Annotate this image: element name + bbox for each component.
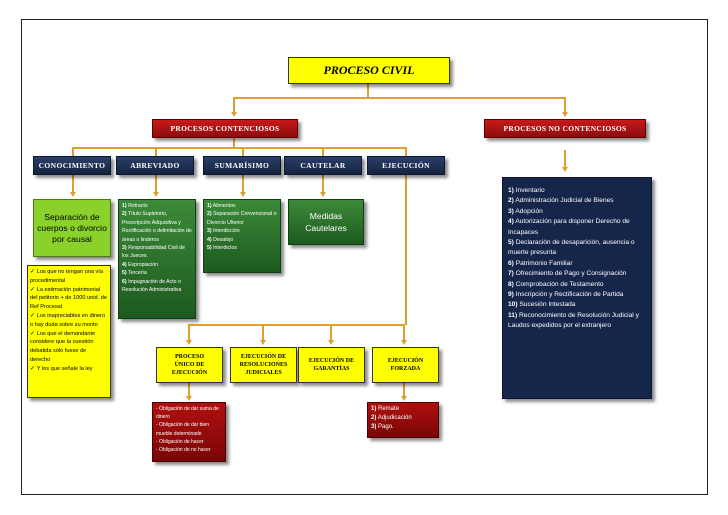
check-icon: ✓ [30,269,37,275]
no-contencioso-item: 9) Inscripción y Rectificación de Partid… [508,291,624,299]
check-icon: ✓ [30,330,37,337]
ejecucion-unico: PROCESO ÚNICO DE EJECUCIÓN [156,347,223,383]
contenciosos-label: PROCESOS CONTENCIOSOS [170,124,280,133]
no-contencioso-item: 4) Autorización para disponer Derecho de… [508,218,630,236]
sumarisimo-item: 3) Interdicción [207,228,240,235]
no-contencioso-item: 10) Sucesión Intestada [508,301,576,309]
no-contencioso-item: 3) Adopción [508,207,543,215]
conocimiento-box: Separación de cuerpos o divorcio por cau… [33,199,111,257]
cautelar-box: Medidas Cautelares [288,199,364,245]
note-item: ✓ Los que no tengan una vía procedimenta… [30,269,103,284]
ejecucion-label: EJECUCIÓN DE RESOLUCIONES JUDICIALES [239,354,288,376]
no-contenciosos-list: 1) Inventario 2) Administración Judicial… [502,177,652,399]
unico-item: - Obligación de dar suma de dinero [156,406,219,421]
type-sumarisimo: SUMARÍSIMO [203,156,281,175]
check-icon: ✓ [30,286,37,293]
forzada-item: 1) Remate [371,406,400,412]
type-ejecucion: EJECUCIÓN [367,156,445,175]
ejecucion-label: PROCESO ÚNICO DE EJECUCIÓN [171,354,208,376]
page-title: PROCESO CIVIL [323,63,415,77]
forzada-items-box: 1) Remate 2) Adjudicación 3) Pago. [367,402,439,438]
unico-items-box: - Obligación de dar suma de dinero - Obl… [152,402,226,462]
unico-item: - Obligación de dar bien mueble determin… [156,422,210,437]
ejecucion-label: EJECUCIÓN FORZADA [387,358,424,372]
unico-item: - Obligación de no hacer [156,447,211,454]
abreviado-item: 3) Responsabilidad Civil de los Jueces. [122,245,185,260]
type-conocimiento: CONOCIMIENTO [33,156,111,175]
abreviado-item: 6) Impugnación de Acto o Resolución Admi… [122,278,182,294]
title-box: PROCESO CIVIL [288,57,450,84]
page-frame [21,19,708,495]
type-label: SUMARÍSIMO [214,161,270,170]
check-icon: ✓ [30,365,37,372]
no-contencioso-item: 2) Administración Judicial de Bienes [508,197,614,205]
type-label: ABREVIADO [130,161,180,170]
abreviado-item: 1) Retracto [122,203,148,209]
unico-item: - Obligación de hacer [156,438,204,445]
type-cautelar: CAUTELAR [284,156,362,175]
sumarisimo-item: 5) Interdictos [207,245,238,252]
ejecucion-label: EJECUCIÓN DE GARANTÍAS [308,358,355,372]
abreviado-box: 1) Retracto 2) Título Supletorio, Prescr… [118,199,196,319]
ejecucion-forzada: EJECUCIÓN FORZADA [372,347,439,383]
no-contencioso-item: 8) Comprobación de Testamento [508,280,604,288]
sumarisimo-box: 1) Alimentos 2) Separación Convencional … [203,199,281,273]
type-label: CAUTELAR [300,161,346,170]
type-label: EJECUCIÓN [382,161,430,170]
sumarisimo-item: 2) Separación Convencional o Divorcio Ul… [207,211,277,226]
sumarisimo-item: 4) Desalojo [207,236,234,243]
type-label: CONOCIMIENTO [38,161,106,170]
abreviado-item: 2) Título Supletorio, Prescripción Adqui… [122,211,192,243]
no-contencioso-item: 6) Patrimonio Familiar [508,259,573,267]
note-item: ✓ Los inapreciables en dinero o hay duda… [30,312,106,328]
cautelar-text: Medidas Cautelares [305,211,347,233]
no-contencioso-item: 5) Declaración de desaparición, ausencia… [508,239,635,257]
no-contencioso-item: 7) Ofrecimiento de Pago y Consignación [508,270,627,278]
abreviado-item: 4) Expropiación [122,261,159,268]
type-abreviado: ABREVIADO [116,156,194,175]
conocimiento-notes: ✓ Los que no tengan una vía procedimenta… [27,265,111,398]
check-icon: ✓ [30,312,37,319]
note-item: ✓ Y los que señale la ley [30,365,93,372]
abreviado-item: 5) Tercería [122,270,147,277]
note-item: ✓ La estimación patrimonial del petitori… [30,286,107,311]
no-contencioso-item: 11) Reconocimiento de Resolución Judicia… [508,311,639,330]
forzada-item: 3) Pago. [371,424,394,430]
sumarisimo-item: 1) Alimentos [207,203,236,209]
no-contenciosos-label: PROCESOS NO CONTENCIOSOS [503,124,627,133]
ejecucion-garantias: EJECUCIÓN DE GARANTÍAS [298,347,365,383]
forzada-item: 2) Adjudicación [371,415,412,421]
note-item: ✓ Los que el demandante considere que la… [30,330,96,363]
contenciosos-box: PROCESOS CONTENCIOSOS [152,119,298,138]
ejecucion-resoluciones: EJECUCIÓN DE RESOLUCIONES JUDICIALES [230,347,297,383]
no-contenciosos-box: PROCESOS NO CONTENCIOSOS [484,119,646,138]
conocimiento-text: Separación de cuerpos o divorcio por cau… [37,211,107,244]
no-contencioso-item: 1) Inventario [508,187,545,194]
